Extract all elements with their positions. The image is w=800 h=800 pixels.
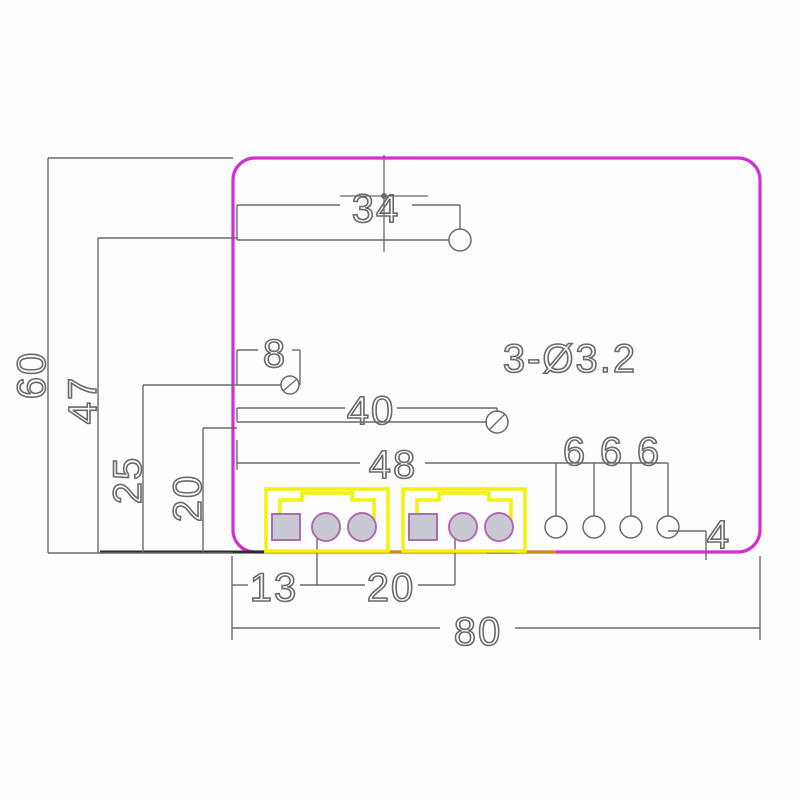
connector-right [401,487,527,553]
connector-left-pad-square [271,513,301,541]
connector-left-pad-round-1 [311,512,341,542]
connector-right-pad-square [408,513,438,541]
dim-34-label: 34 [352,187,401,231]
dim-60-label: 60 [10,351,54,400]
dim-6a-label: 6 [563,430,587,474]
dim-8-label: 8 [263,332,287,376]
horizontal-dimension-lines [231,155,761,640]
dim-80-label: 80 [454,610,503,654]
holes-group [280,228,509,434]
connector-left-body [264,487,390,553]
pin-circle-3 [619,515,643,539]
pin-circle-4 [656,515,680,539]
pin-circle-2 [582,515,606,539]
dim-20b-label: 20 [367,566,416,610]
hole-lower [485,410,509,434]
connector-left-pad-round-2 [347,512,377,542]
dim-6c-label: 6 [637,430,661,474]
connector-right-body [401,487,527,553]
hole-middle-slash [282,378,298,392]
hole-top [448,228,472,252]
hole-lower-slash [488,413,506,431]
hole-middle [280,375,300,395]
dim-25-label: 25 [106,456,150,505]
dim-40-label: 40 [347,389,396,433]
crosshair-center-dot [381,193,387,199]
dim-20-label: 20 [166,474,210,523]
connector-right-clip [415,491,513,522]
dim-4-label: 4 [707,513,731,557]
dim-47-label: 47 [61,376,105,425]
connector-right-pad-round-2 [484,512,514,542]
vertical-dimension-lines [47,157,237,554]
dim-48-label: 48 [369,443,418,487]
hole-callout-label: 3-Ø3.2 [503,337,637,381]
pin-circles-group [544,515,680,539]
connector-left-clip [278,491,376,522]
connector-left [264,487,390,553]
dim-6b-label: 6 [600,430,624,474]
dimension-labels: 60 47 25 20 34 8 40 48 13 20 80 6 6 6 4 … [9,186,731,655]
connector-right-pad-round-1 [448,512,478,542]
pin-circle-1 [544,515,568,539]
dim-13-label: 13 [250,566,299,610]
